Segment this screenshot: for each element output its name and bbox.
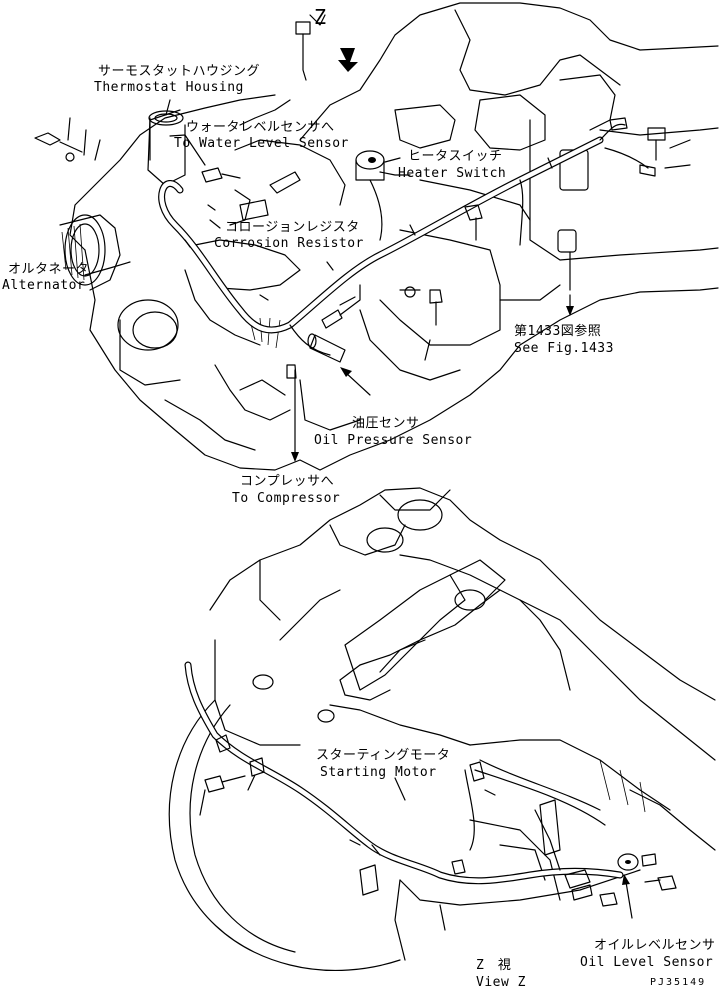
leader-lines-bottom (199, 774, 633, 919)
view-z-label-jp: Z 視 (476, 958, 512, 973)
to-compressor-label-jp: コンプレッサへ (240, 474, 335, 489)
oil-level-sensor-label-jp: オイルレベルセンサ (594, 938, 716, 953)
starting-motor-label-en: Starting Motor (320, 765, 437, 780)
see-fig-label-en: See Fig.1433 (514, 341, 614, 356)
heater-switch-label-jp: ヒータスイッチ (408, 149, 503, 164)
starting-motor-label-jp: スターティングモータ (316, 748, 451, 763)
oil-level-sensor-label-en: Oil Level Sensor (580, 955, 714, 970)
thermostat-housing-label-en: Thermostat Housing (94, 80, 244, 95)
to-water-level-sensor-label-jp: ウォータレベルセンサへ (186, 120, 335, 135)
view-z-label-en: View Z (476, 975, 526, 990)
drawing-code: PJ35149 (650, 977, 707, 988)
wiring-harness-bottom (184, 661, 624, 885)
oil-pressure-sensor-label-en: Oil Pressure Sensor (314, 433, 473, 448)
corrosion-resistor-label-jp: コロージョンレジスタ (225, 220, 360, 235)
wiring-harness-top (158, 123, 649, 356)
leader-lines-top (67, 14, 691, 462)
see-fig-label-jp: 第1433図参照 (514, 324, 602, 339)
thermostat-housing-label-jp: サーモスタットハウジング (98, 64, 261, 79)
alternator-label-jp: オルタネータ (8, 262, 90, 277)
corrosion-resistor-label-en: Corrosion Resistor (214, 236, 364, 251)
engine-block-top (59, 2, 719, 471)
components-bottom (204, 734, 677, 907)
z-view-marker: Z (314, 5, 327, 29)
to-water-level-sensor-label-en: To Water Level Sensor (174, 136, 349, 151)
oil-pressure-sensor-label-jp: 油圧センサ (352, 416, 420, 431)
heater-switch-label-en: Heater Switch (398, 166, 507, 181)
alternator-label-en: Alternator (2, 278, 86, 293)
engine-block-bottom (168, 487, 716, 972)
to-compressor-label-en: To Compressor (232, 491, 341, 506)
components-top (34, 21, 666, 379)
